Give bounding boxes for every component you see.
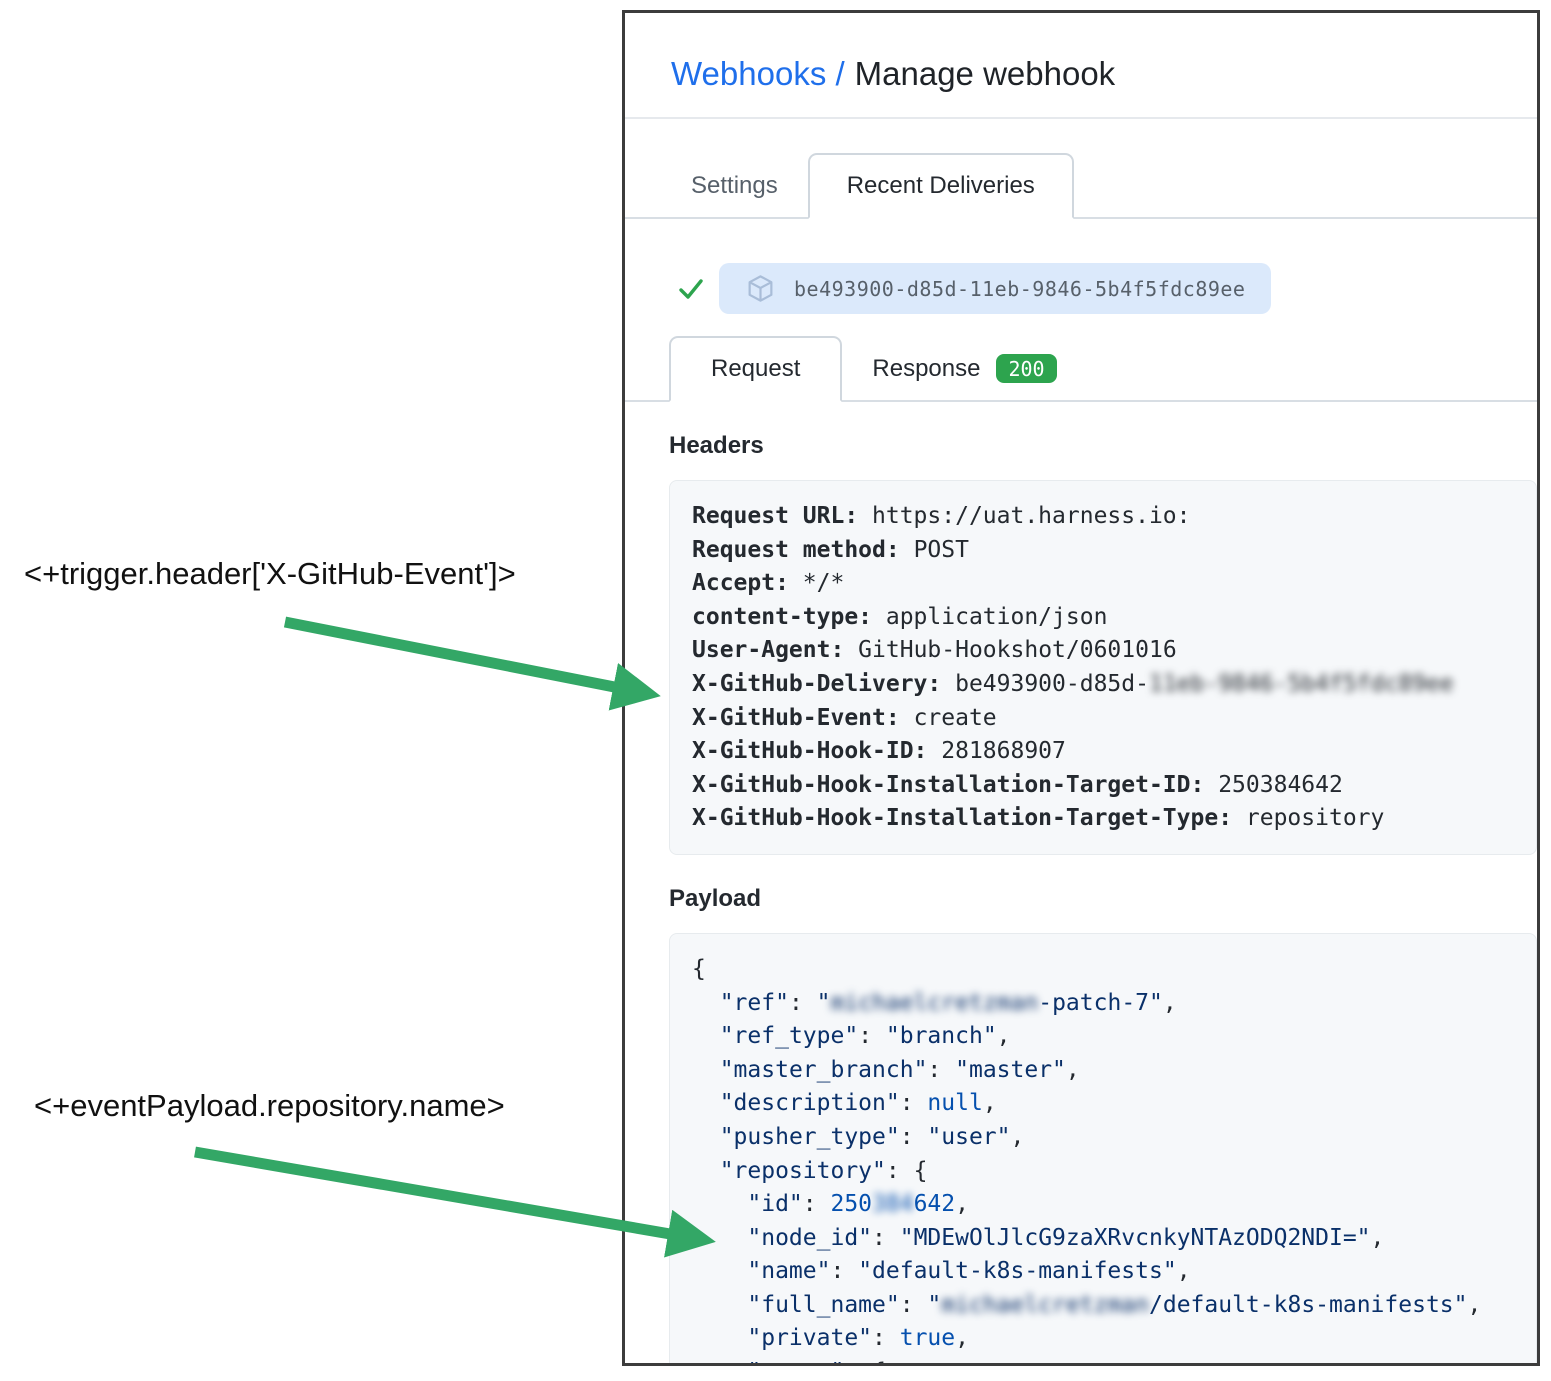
- header-row: X-GitHub-Hook-Installation-Target-ID: 25…: [692, 771, 1343, 798]
- tab-request[interactable]: Request: [669, 336, 843, 402]
- headers-rows: Request URL: https://uat.harness.io: Requ…: [692, 500, 1536, 836]
- webhook-tabs: Settings Recent Deliveries: [625, 153, 1537, 219]
- header-row: X-GitHub-Hook-Installation-Target-Type: …: [692, 805, 1385, 832]
- tab-recent-deliveries[interactable]: Recent Deliveries: [807, 153, 1074, 219]
- payload-line: "repository": {: [719, 1157, 928, 1184]
- delivery-pill[interactable]: be493900-d85d-11eb-9846-5b4f5fdc89ee: [719, 263, 1272, 314]
- payload-lines: { "ref": "michaelcretzman-patch-7", "ref…: [692, 953, 1536, 1363]
- payload-line: "master_branch": "master",: [719, 1056, 1080, 1083]
- breadcrumb-webhooks-link[interactable]: Webhooks /: [671, 55, 845, 92]
- headers-heading: Headers: [669, 432, 764, 459]
- check-icon: [679, 278, 703, 299]
- payload-line: "pusher_type": "user",: [719, 1123, 1025, 1150]
- manage-webhook-panel: Webhooks /Manage webhook Settings Recent…: [622, 10, 1540, 1366]
- tab-response[interactable]: Response 200: [842, 337, 1086, 400]
- payload-line: "node_id": "MDEwOlJlcG9zaXRvcnkyNTAzODQ2…: [747, 1224, 1385, 1251]
- header-row: Request URL: https://uat.harness.io:: [692, 503, 1191, 529]
- payload-line: "id": 250384642,: [747, 1191, 969, 1218]
- tab-settings[interactable]: Settings: [691, 172, 778, 199]
- header-row: content-type: application/json: [692, 603, 1108, 630]
- header-row: Accept: */*: [692, 570, 845, 597]
- request-response-tabs: Request Response 200: [625, 336, 1537, 402]
- tab-response-label: Response: [872, 354, 981, 382]
- payload-line: {: [692, 955, 706, 982]
- delivery-row: be493900-d85d-11eb-9846-5b4f5fdc89ee: [677, 263, 1537, 314]
- payload-heading: Payload: [669, 884, 762, 912]
- payload-line: "description": null,: [719, 1090, 997, 1117]
- payload-line: "ref": "michaelcretzman-patch-7",: [719, 989, 1177, 1016]
- payload-box: { "ref": "michaelcretzman-patch-7", "ref…: [669, 932, 1537, 1363]
- headers-box: Request URL: https://uat.harness.io: Requ…: [669, 480, 1537, 855]
- payload-line: "ref_type": "branch",: [719, 1023, 1011, 1050]
- title-divider: [625, 117, 1537, 119]
- payload-line: "name": "default-k8s-manifests",: [747, 1258, 1191, 1285]
- delivery-guid: be493900-d85d-11eb-9846-5b4f5fdc89ee: [794, 276, 1246, 301]
- breadcrumb-current: Manage webhook: [854, 55, 1116, 92]
- annotation-trigger-header-expression: <+trigger.header['X-GitHub-Event']>: [24, 556, 516, 591]
- page-title: Webhooks /Manage webhook: [671, 55, 1537, 93]
- payload-line: "owner": {: [692, 1356, 1536, 1363]
- package-icon: [748, 275, 773, 302]
- payload-line: "full_name": "michaelcretzman/default-k8…: [747, 1291, 1482, 1318]
- status-badge: 200: [996, 354, 1057, 383]
- payload-line: "private": true,: [747, 1325, 969, 1352]
- annotation-payload-expression: <+eventPayload.repository.name>: [34, 1088, 505, 1123]
- header-row: User-Agent: GitHub-Hookshot/0601016: [692, 637, 1177, 664]
- header-row: X-GitHub-Event: create: [692, 704, 997, 731]
- header-row: X-GitHub-Delivery: be493900-d85d-11eb-98…: [692, 670, 1454, 697]
- header-row: X-GitHub-Hook-ID: 281868907: [692, 738, 1066, 765]
- green-arrow-to-x-github-event: [283, 616, 661, 711]
- header-row: Request method: POST: [692, 536, 969, 563]
